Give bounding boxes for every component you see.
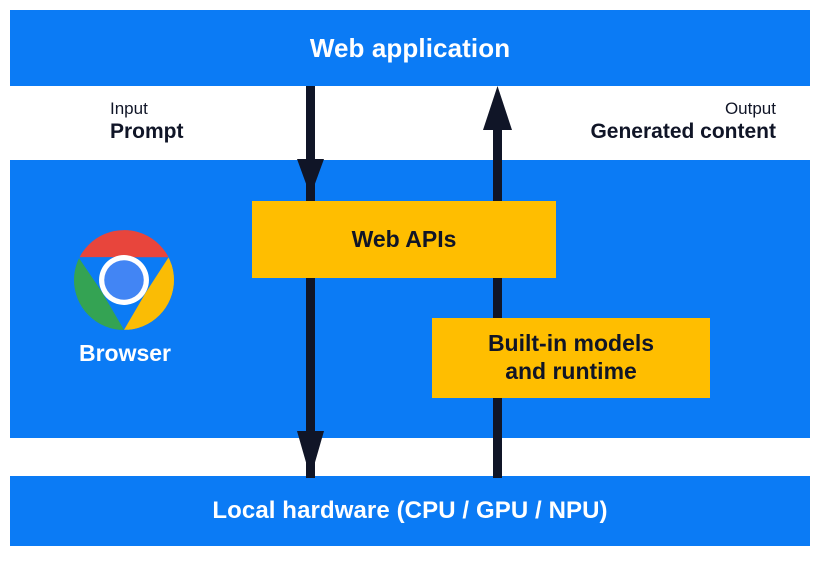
box-builtin-models-line1: Built-in models [487,330,655,357]
layer-local-hardware-label: Local hardware (CPU / GPU / NPU) [212,497,608,524]
box-web-apis-label: Web APIs [351,225,457,252]
box-web-apis[interactable]: Web APIs [252,201,556,278]
flow-note-input-value: Prompt [110,120,184,144]
layer-web-application-label: Web application [309,32,511,63]
chrome-logo-icon [74,230,174,330]
flow-note-output-kicker: Output [724,99,776,118]
flow-note-output: Output Generated content [590,98,776,146]
layer-browser-label: Browser [78,340,172,366]
flow-note-output-value: Generated content [590,120,776,144]
layer-local-hardware: Local hardware (CPU / GPU / NPU) [10,476,810,546]
flow-note-input-kicker: Input [110,99,148,118]
box-builtin-models-line2: and runtime [505,358,637,384]
box-builtin-models[interactable]: Built-in models and runtime [432,318,710,398]
flow-note-input: Input Prompt [110,98,184,146]
layer-web-application: Web application [10,10,810,86]
box-builtin-models-label: Built-in models and runtime [488,330,654,385]
